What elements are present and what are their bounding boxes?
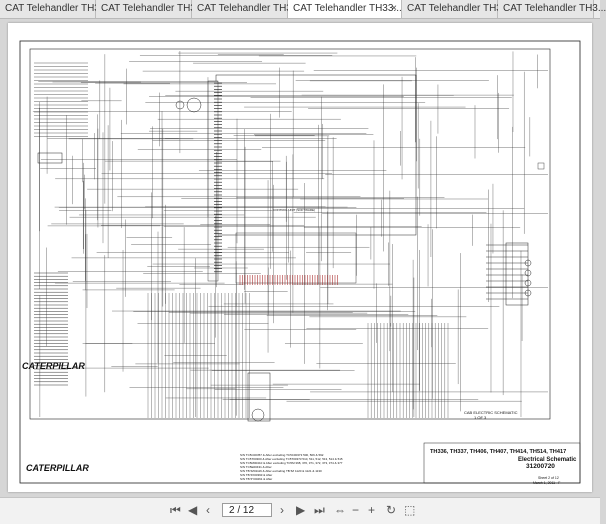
sheet-number: Sheet 2 of 12 — [538, 476, 559, 480]
frame — [247, 372, 271, 422]
serial-line: S/N TC5E00431 & After — [240, 465, 272, 469]
frame — [207, 80, 219, 282]
component-symbol — [524, 259, 532, 267]
serial-line: S/N TB 5X00393 & After — [240, 473, 273, 477]
serial-line: S/N TB 5Y00261 & After — [240, 477, 273, 481]
sheet-date: March 1, 2011 - F — [533, 481, 561, 485]
serial-notes: S/N TC5C00357 & After excluding TC5C0037… — [240, 453, 343, 481]
logo-caterpillar-bottom: CATERPILLAR — [26, 463, 89, 473]
tab-5[interactable]: CAT Telehandler TH3... — [402, 0, 510, 18]
frame — [19, 40, 581, 484]
serial-line: S/N TC5T00300 & After excluding TC5T0037… — [240, 457, 343, 461]
doc-number: 31200720 — [526, 463, 555, 470]
schematic-caption: CAB ELECTRIC SCHEMATIC — [464, 410, 518, 415]
tab-4-active[interactable]: CAT Telehandler TH33...× — [288, 0, 402, 18]
component-symbol — [524, 279, 532, 287]
rotate-icon[interactable]: ↻ — [386, 503, 397, 517]
tab-1[interactable]: CAT Telehandler TH3... — [0, 0, 108, 18]
schematic-caption-sub: 1 OF 3 — [474, 415, 487, 420]
doc-title: Electrical Schematic — [518, 457, 577, 463]
frame — [215, 74, 417, 236]
component-symbol — [524, 269, 532, 277]
schematic-drawing — [19, 40, 581, 484]
frame — [423, 442, 581, 484]
serial-line: S/N TC5M00410 & After excluding TC5M 368… — [240, 461, 343, 465]
last-page-button[interactable]: ⏭ — [314, 503, 325, 517]
frame — [505, 242, 529, 306]
prev-page-button[interactable]: ◀ — [188, 503, 198, 517]
serial-line: S/N TB 5Z01116 & After excluding TB 5Z 1… — [240, 469, 322, 473]
tab-label: CAT Telehandler TH3... — [197, 3, 301, 14]
tab-label: CAT Telehandler TH3... — [101, 3, 205, 14]
tab-label: CAT Telehandler TH3... — [503, 3, 606, 14]
frame — [29, 48, 551, 420]
model-list: TH336, TH337, TH406, TH407, TH414, TH514… — [430, 449, 567, 455]
viewer-toolbar: ⏮ ◀ ‹ 2 / 12 › ▶ ⏭ ⇔ − + ↻ ⬚ — [0, 497, 600, 524]
logo-caterpillar-top: CATERPILLAR — [22, 361, 85, 371]
component-symbol — [175, 100, 185, 110]
next-arrow-icon[interactable]: › — [280, 503, 284, 517]
schematic-page: CATERPILLAR CATERPILLAR CONTROL UNIT (SO… — [8, 23, 592, 492]
zoom-out-button[interactable]: − — [352, 503, 360, 517]
select-tool-icon[interactable]: ⬚ — [404, 503, 416, 517]
close-icon[interactable]: × — [391, 3, 397, 14]
component-symbol — [186, 97, 202, 113]
zoom-in-button[interactable]: + — [368, 503, 376, 517]
document-viewer[interactable]: CATERPILLAR CATERPILLAR CONTROL UNIT (SO… — [0, 19, 600, 496]
tab-label: CAT Telehandler TH33... — [293, 3, 402, 14]
control-unit-label: CONTROL UNIT (SOFTWARE) — [273, 208, 316, 212]
tab-3[interactable]: CAT Telehandler TH3... — [192, 0, 300, 18]
next-page-button[interactable]: ▶ — [296, 503, 306, 517]
tab-2[interactable]: CAT Telehandler TH3... — [96, 0, 204, 18]
tab-label: CAT Telehandler TH3... — [5, 3, 109, 14]
tab-6[interactable]: CAT Telehandler TH3... — [498, 0, 606, 18]
page-number-input[interactable]: 2 / 12 — [222, 503, 272, 517]
tab-label: CAT Telehandler TH3... — [407, 3, 511, 14]
tab-bar: CAT Telehandler TH3... CAT Telehandler T… — [0, 0, 606, 19]
frame — [537, 162, 545, 170]
first-page-button[interactable]: ⏮ — [170, 503, 181, 517]
serial-line: S/N TC5C00357 & After excluding TC5C0037… — [240, 453, 324, 457]
frame — [37, 152, 63, 164]
prev-arrow-icon[interactable]: ‹ — [206, 503, 210, 517]
component-symbol — [524, 289, 532, 297]
fit-width-icon[interactable]: ⇔ — [334, 503, 346, 517]
